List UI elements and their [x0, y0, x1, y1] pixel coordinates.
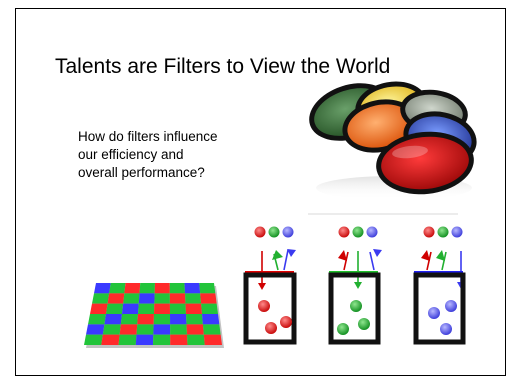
checker-cell [186, 314, 203, 325]
checker-cell [185, 303, 202, 314]
checker-cell [136, 324, 154, 335]
checker-cell [153, 324, 171, 335]
question-line-1: How do filters influence [78, 129, 218, 144]
checker-cell [200, 293, 217, 304]
question-line-2: our efficiency and [78, 147, 184, 162]
checker-cell [135, 334, 154, 345]
checker-cell [88, 314, 106, 325]
checker-cell [123, 293, 140, 304]
checker-cell [84, 334, 103, 345]
checker-cell [199, 283, 216, 294]
question-text: How do filters influence our efficiency … [78, 128, 268, 182]
red-filter-diagram [243, 226, 297, 345]
checker-cell [104, 314, 122, 325]
checker-cell [139, 283, 155, 294]
checker-cell [86, 324, 105, 335]
checker-cell [92, 293, 110, 304]
checker-cell [169, 283, 185, 294]
checker-cell [122, 303, 139, 314]
checker-cell [153, 314, 171, 325]
checker-cell [154, 283, 170, 294]
question-line-3: overall performance? [78, 165, 205, 180]
checker-cell [137, 314, 154, 325]
checker-cell [154, 293, 170, 304]
checker-cell [186, 324, 204, 335]
checker-cell [185, 293, 202, 304]
checker-cell [119, 324, 138, 335]
checker-cell [109, 283, 126, 294]
checker-cell [106, 303, 124, 314]
checker-cell [170, 324, 187, 335]
checker-cell [153, 334, 171, 345]
checker-cell [187, 334, 205, 345]
checker-cell [202, 324, 221, 335]
checker-cell [138, 303, 155, 314]
rgb-checkerboard-image [84, 283, 224, 348]
green-filter-diagram [328, 226, 382, 345]
slide-title: Talents are Filters to View the World [55, 55, 391, 78]
checker-cell [94, 283, 111, 294]
checker-cell [124, 283, 141, 294]
checker-cell [154, 303, 170, 314]
checker-cell [138, 293, 155, 304]
camera-filters-image [309, 81, 477, 200]
checker-cell [120, 314, 138, 325]
checker-cell [169, 303, 186, 314]
blue-filter-diagram [413, 226, 466, 345]
checker-cell [101, 334, 120, 345]
checker-cell [118, 334, 137, 345]
checker-cell [203, 334, 222, 345]
checker-cell [201, 303, 218, 314]
checker-cell [107, 293, 125, 304]
checker-cell [202, 314, 220, 325]
checker-cell [184, 283, 201, 294]
checker-cell [170, 314, 187, 325]
checker-cell [170, 334, 188, 345]
checker-cell [90, 303, 108, 314]
checker-cell [102, 324, 121, 335]
checker-cell [169, 293, 186, 304]
